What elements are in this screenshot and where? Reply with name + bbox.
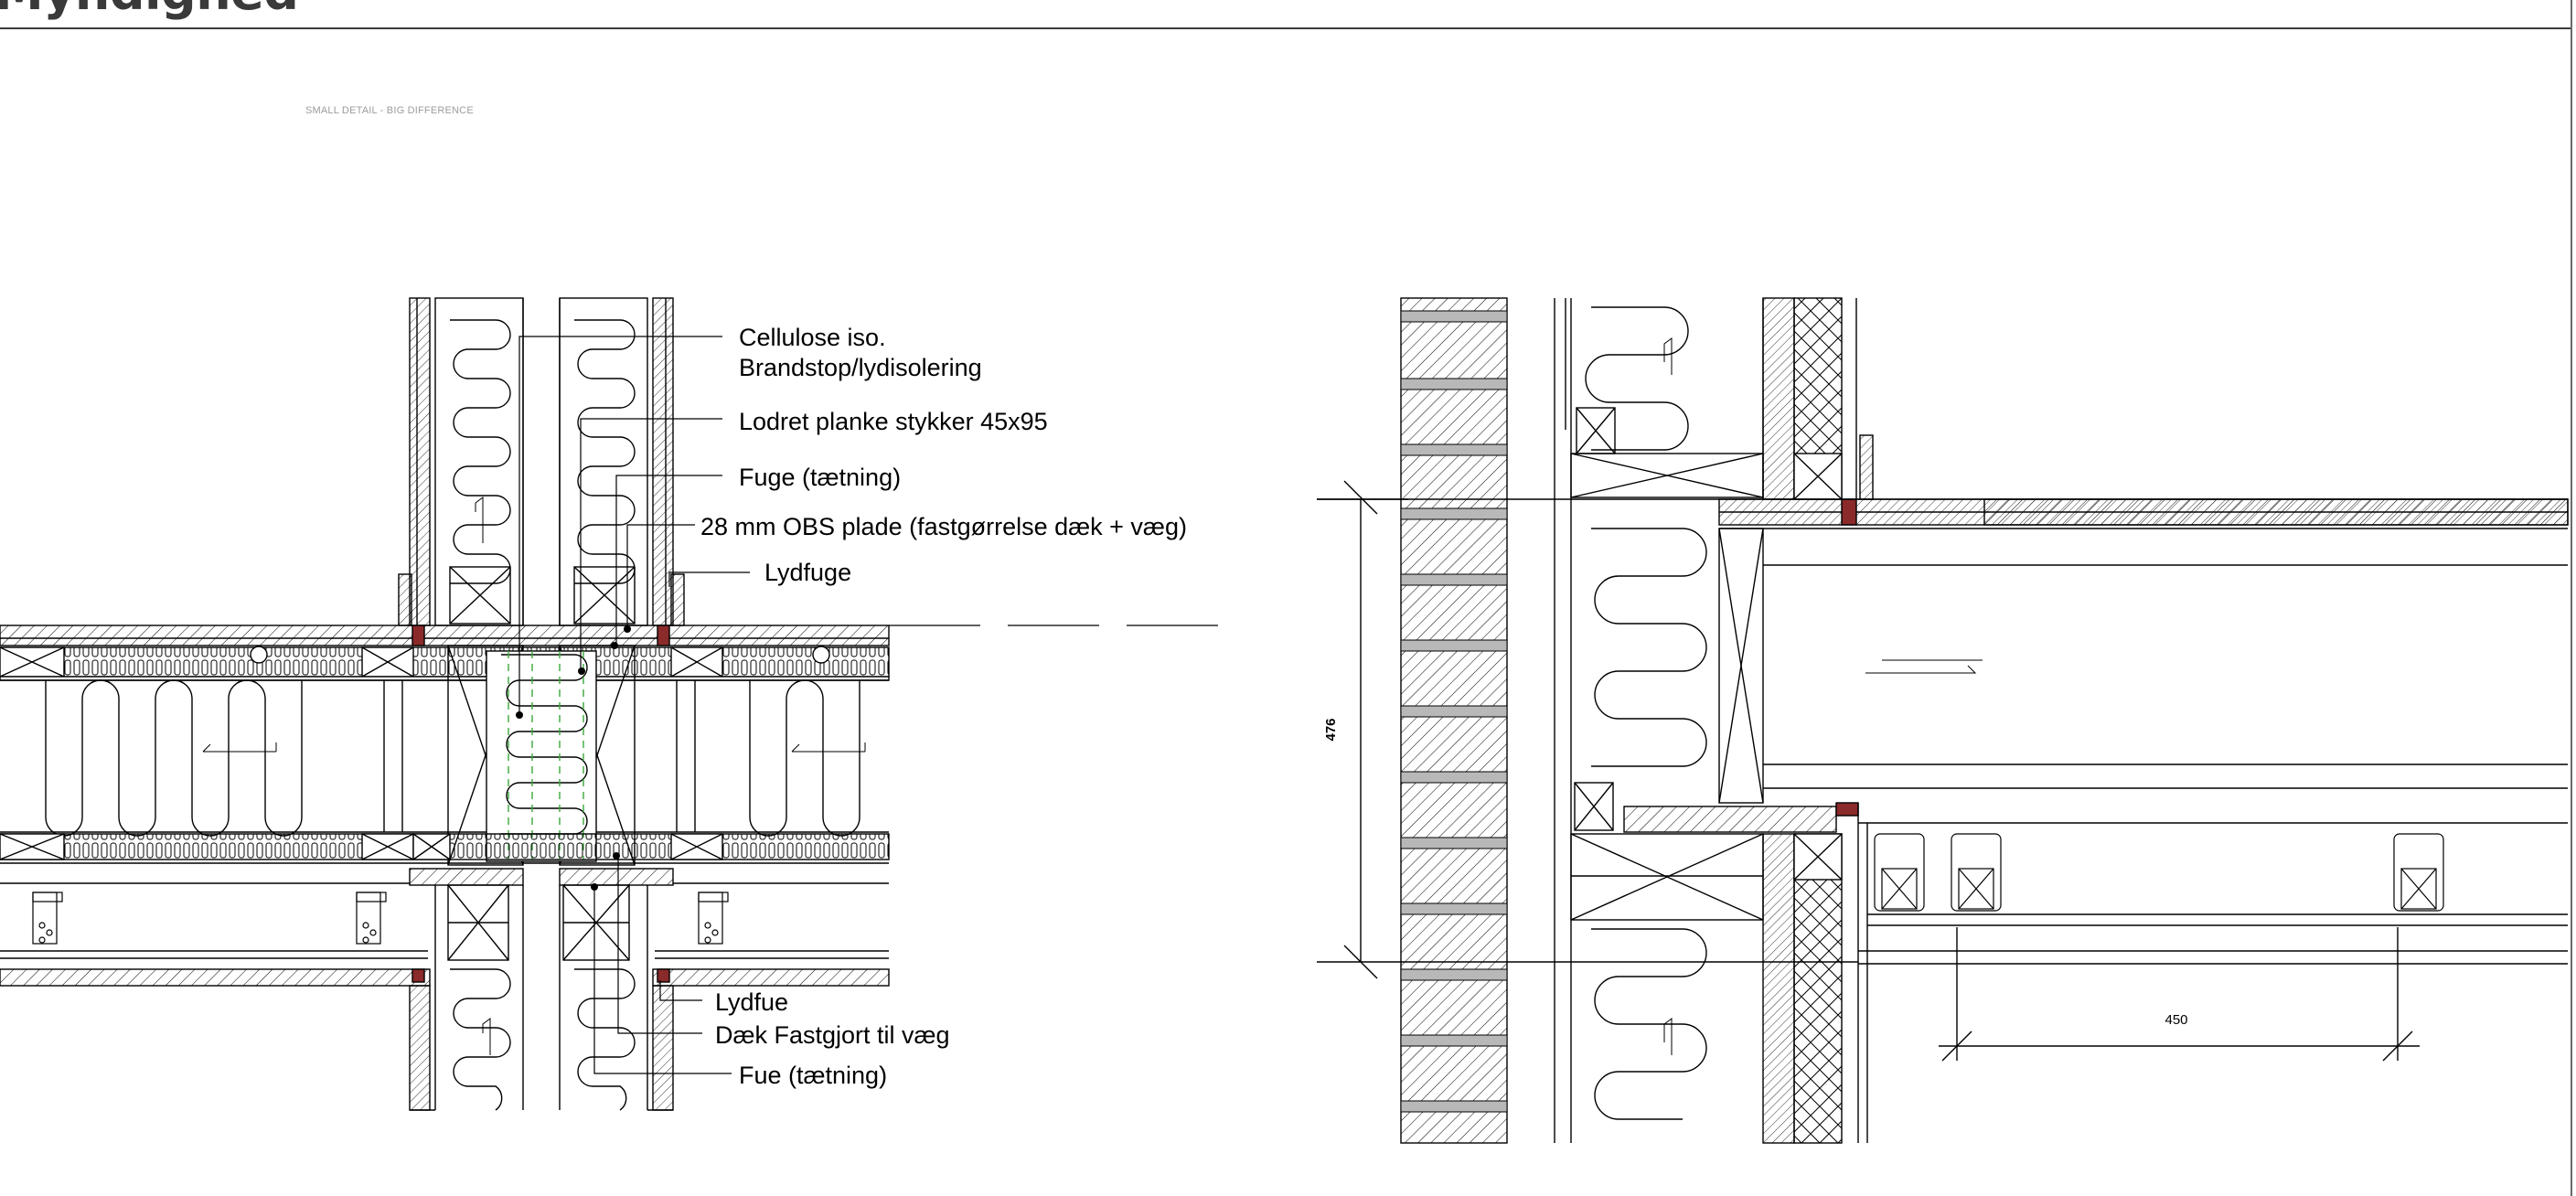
label-fuge: Fuge (tætning) (739, 464, 901, 491)
label-lydfue: Lydfue (715, 988, 788, 1016)
detail-floor-wall-junction (0, 297, 1236, 1111)
dimension-vertical: 476 (1323, 718, 1339, 741)
page-title: Myndighed (0, 0, 299, 21)
left-detail-labels: Cellulose iso. Brandstop/lydisolering Lo… (700, 324, 1187, 1089)
label-brandstop: Brandstop/lydisolering (739, 354, 982, 381)
label-cellulose: Cellulose iso. (739, 324, 886, 351)
label-lodret-planke: Lodret planke stykker 45x95 (739, 408, 1048, 435)
label-obs-plade: 28 mm OBS plade (fastgørrelse dæk + væg) (700, 513, 1187, 540)
title-divider (0, 27, 2571, 29)
detail-wall-section (1317, 297, 2569, 1144)
label-lydfuge: Lydfuge (764, 559, 851, 586)
label-fue-taetning: Fue (tætning) (739, 1062, 887, 1089)
tagline: SMALL DETAIL - BIG DIFFERENCE (305, 105, 474, 116)
page-edge (2571, 0, 2572, 1196)
label-daek-fastgjort: Dæk Fastgjort til væg (715, 1021, 950, 1049)
dimension-horizontal: 450 (2164, 1012, 2187, 1028)
